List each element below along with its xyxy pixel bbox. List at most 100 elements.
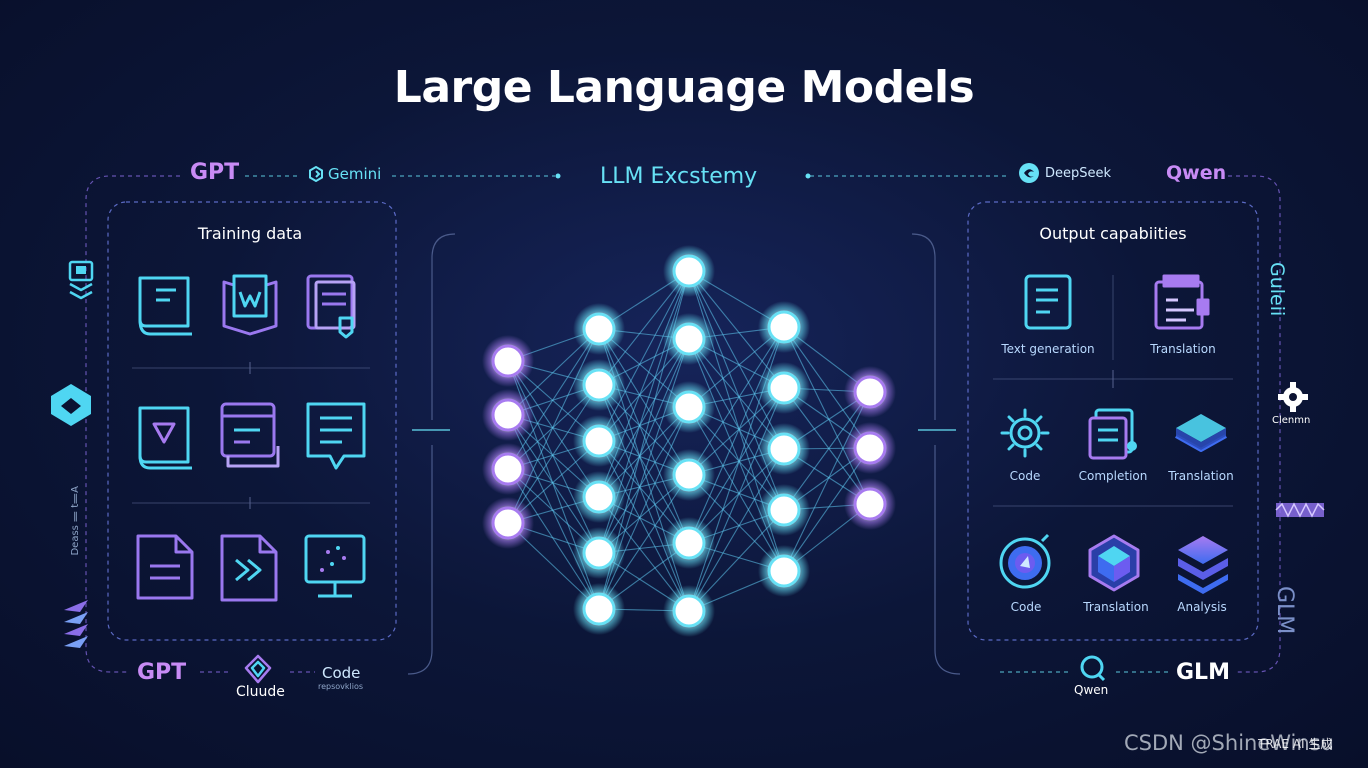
network-edge <box>688 326 785 476</box>
network-node <box>582 536 616 570</box>
side-label-left: Deass ‖ t‖A <box>70 486 81 556</box>
gear-logo-icon <box>1278 382 1308 412</box>
stripes-logo-icon <box>64 600 88 648</box>
network-node <box>767 432 801 466</box>
network-edge <box>688 338 785 572</box>
gemini-text: Gemini <box>328 165 382 183</box>
orb-icon <box>999 533 1051 589</box>
side-label-right-mid: Clenmn <box>1272 415 1311 426</box>
openai-style-icon <box>51 384 91 426</box>
network-node <box>767 493 801 527</box>
network-node <box>491 344 525 378</box>
network-edge <box>688 406 785 572</box>
network-node <box>491 452 525 486</box>
claude-label: Cluude <box>236 684 285 700</box>
qwen-logo-icon <box>1080 655 1106 682</box>
document-check-icon <box>306 274 356 339</box>
gpt-label-bottom: GPT <box>137 660 187 685</box>
network-node <box>853 431 887 465</box>
network-node <box>853 487 887 521</box>
wiki-book-icon <box>222 274 278 336</box>
deepseek-text: DeepSeek <box>1045 165 1112 181</box>
network-edge <box>507 328 600 470</box>
network-node <box>672 390 706 424</box>
claude-logo-icon <box>244 654 272 684</box>
network-node <box>491 398 525 432</box>
network-node <box>767 554 801 588</box>
code-label: Code <box>322 664 361 682</box>
watermark: CSDN @ShineWinsu <box>1124 731 1334 755</box>
network-node <box>767 310 801 344</box>
code-sublabel: repsovklios <box>318 682 364 691</box>
capability-label: Code <box>1009 469 1041 483</box>
ecosystem-label: LLM Excstemy <box>600 164 758 189</box>
network-node <box>582 312 616 346</box>
gear-icon <box>1000 408 1050 458</box>
network-edge <box>598 474 690 610</box>
book-icon <box>138 276 192 336</box>
network-node <box>853 375 887 409</box>
code-file-icon <box>220 534 278 602</box>
gemini-logo-icon <box>309 166 323 182</box>
network-node <box>672 594 706 628</box>
network-edge <box>507 414 600 610</box>
watermark-overlay: TRAE AI 生成 <box>1258 737 1333 751</box>
network-edge <box>688 270 785 450</box>
network-edge <box>507 468 600 610</box>
network-node <box>582 424 616 458</box>
network-edge <box>507 360 600 498</box>
capability-label: Translation <box>1083 600 1149 614</box>
network-edge <box>688 326 785 544</box>
network-node <box>767 371 801 405</box>
monitor-data-icon <box>304 534 366 598</box>
text-doc-icon <box>1024 274 1072 330</box>
file-icon <box>136 534 194 600</box>
deepseek-label: DeepSeek <box>1018 162 1111 184</box>
page-title: Large Language Models <box>393 62 975 113</box>
network-node <box>582 480 616 514</box>
network-edge <box>688 387 785 612</box>
capability-label: Text generation <box>1001 342 1095 356</box>
network-edge <box>783 391 871 572</box>
network-edge <box>688 387 785 544</box>
side-label-right-top: Guleii <box>1266 262 1288 317</box>
network-edge <box>598 270 690 442</box>
network-node <box>672 322 706 356</box>
network-edge <box>507 328 600 524</box>
scroll-icon <box>138 406 192 470</box>
network-edge <box>783 326 871 505</box>
network-edge <box>598 440 690 612</box>
gemini-label: Gemini <box>308 165 381 183</box>
network-edge <box>688 448 785 612</box>
network-nodes <box>482 245 896 637</box>
side-label-right-bottom: GLM <box>1272 586 1297 635</box>
network-node <box>491 506 525 540</box>
output-capabilities-title: Output capabiities <box>1039 224 1187 243</box>
network-edge <box>598 338 690 498</box>
network-edge <box>507 414 600 554</box>
training-data-title: Training data <box>197 224 303 243</box>
capability-label: Translation <box>1150 342 1216 356</box>
network-edge <box>598 328 690 476</box>
completion-doc-icon <box>1088 408 1137 460</box>
capability-label: Analysis <box>1177 600 1227 614</box>
chat-document-icon <box>306 402 366 470</box>
network-edge <box>507 384 600 524</box>
qwen-label-top: Qwen <box>1166 162 1227 184</box>
qwen-label-bottom: Qwen <box>1074 683 1109 697</box>
stack-cube-icon <box>68 260 94 300</box>
code-doc-icon <box>220 402 280 468</box>
deepseek-logo-icon <box>1019 163 1039 183</box>
network-edge <box>688 270 785 511</box>
network-node <box>672 526 706 560</box>
network-node <box>672 458 706 492</box>
network-node <box>582 592 616 626</box>
cube-icon <box>1088 534 1140 592</box>
capability-label: Completion <box>1078 469 1148 483</box>
capability-label: Translation <box>1168 469 1234 483</box>
network-edge <box>507 360 600 554</box>
